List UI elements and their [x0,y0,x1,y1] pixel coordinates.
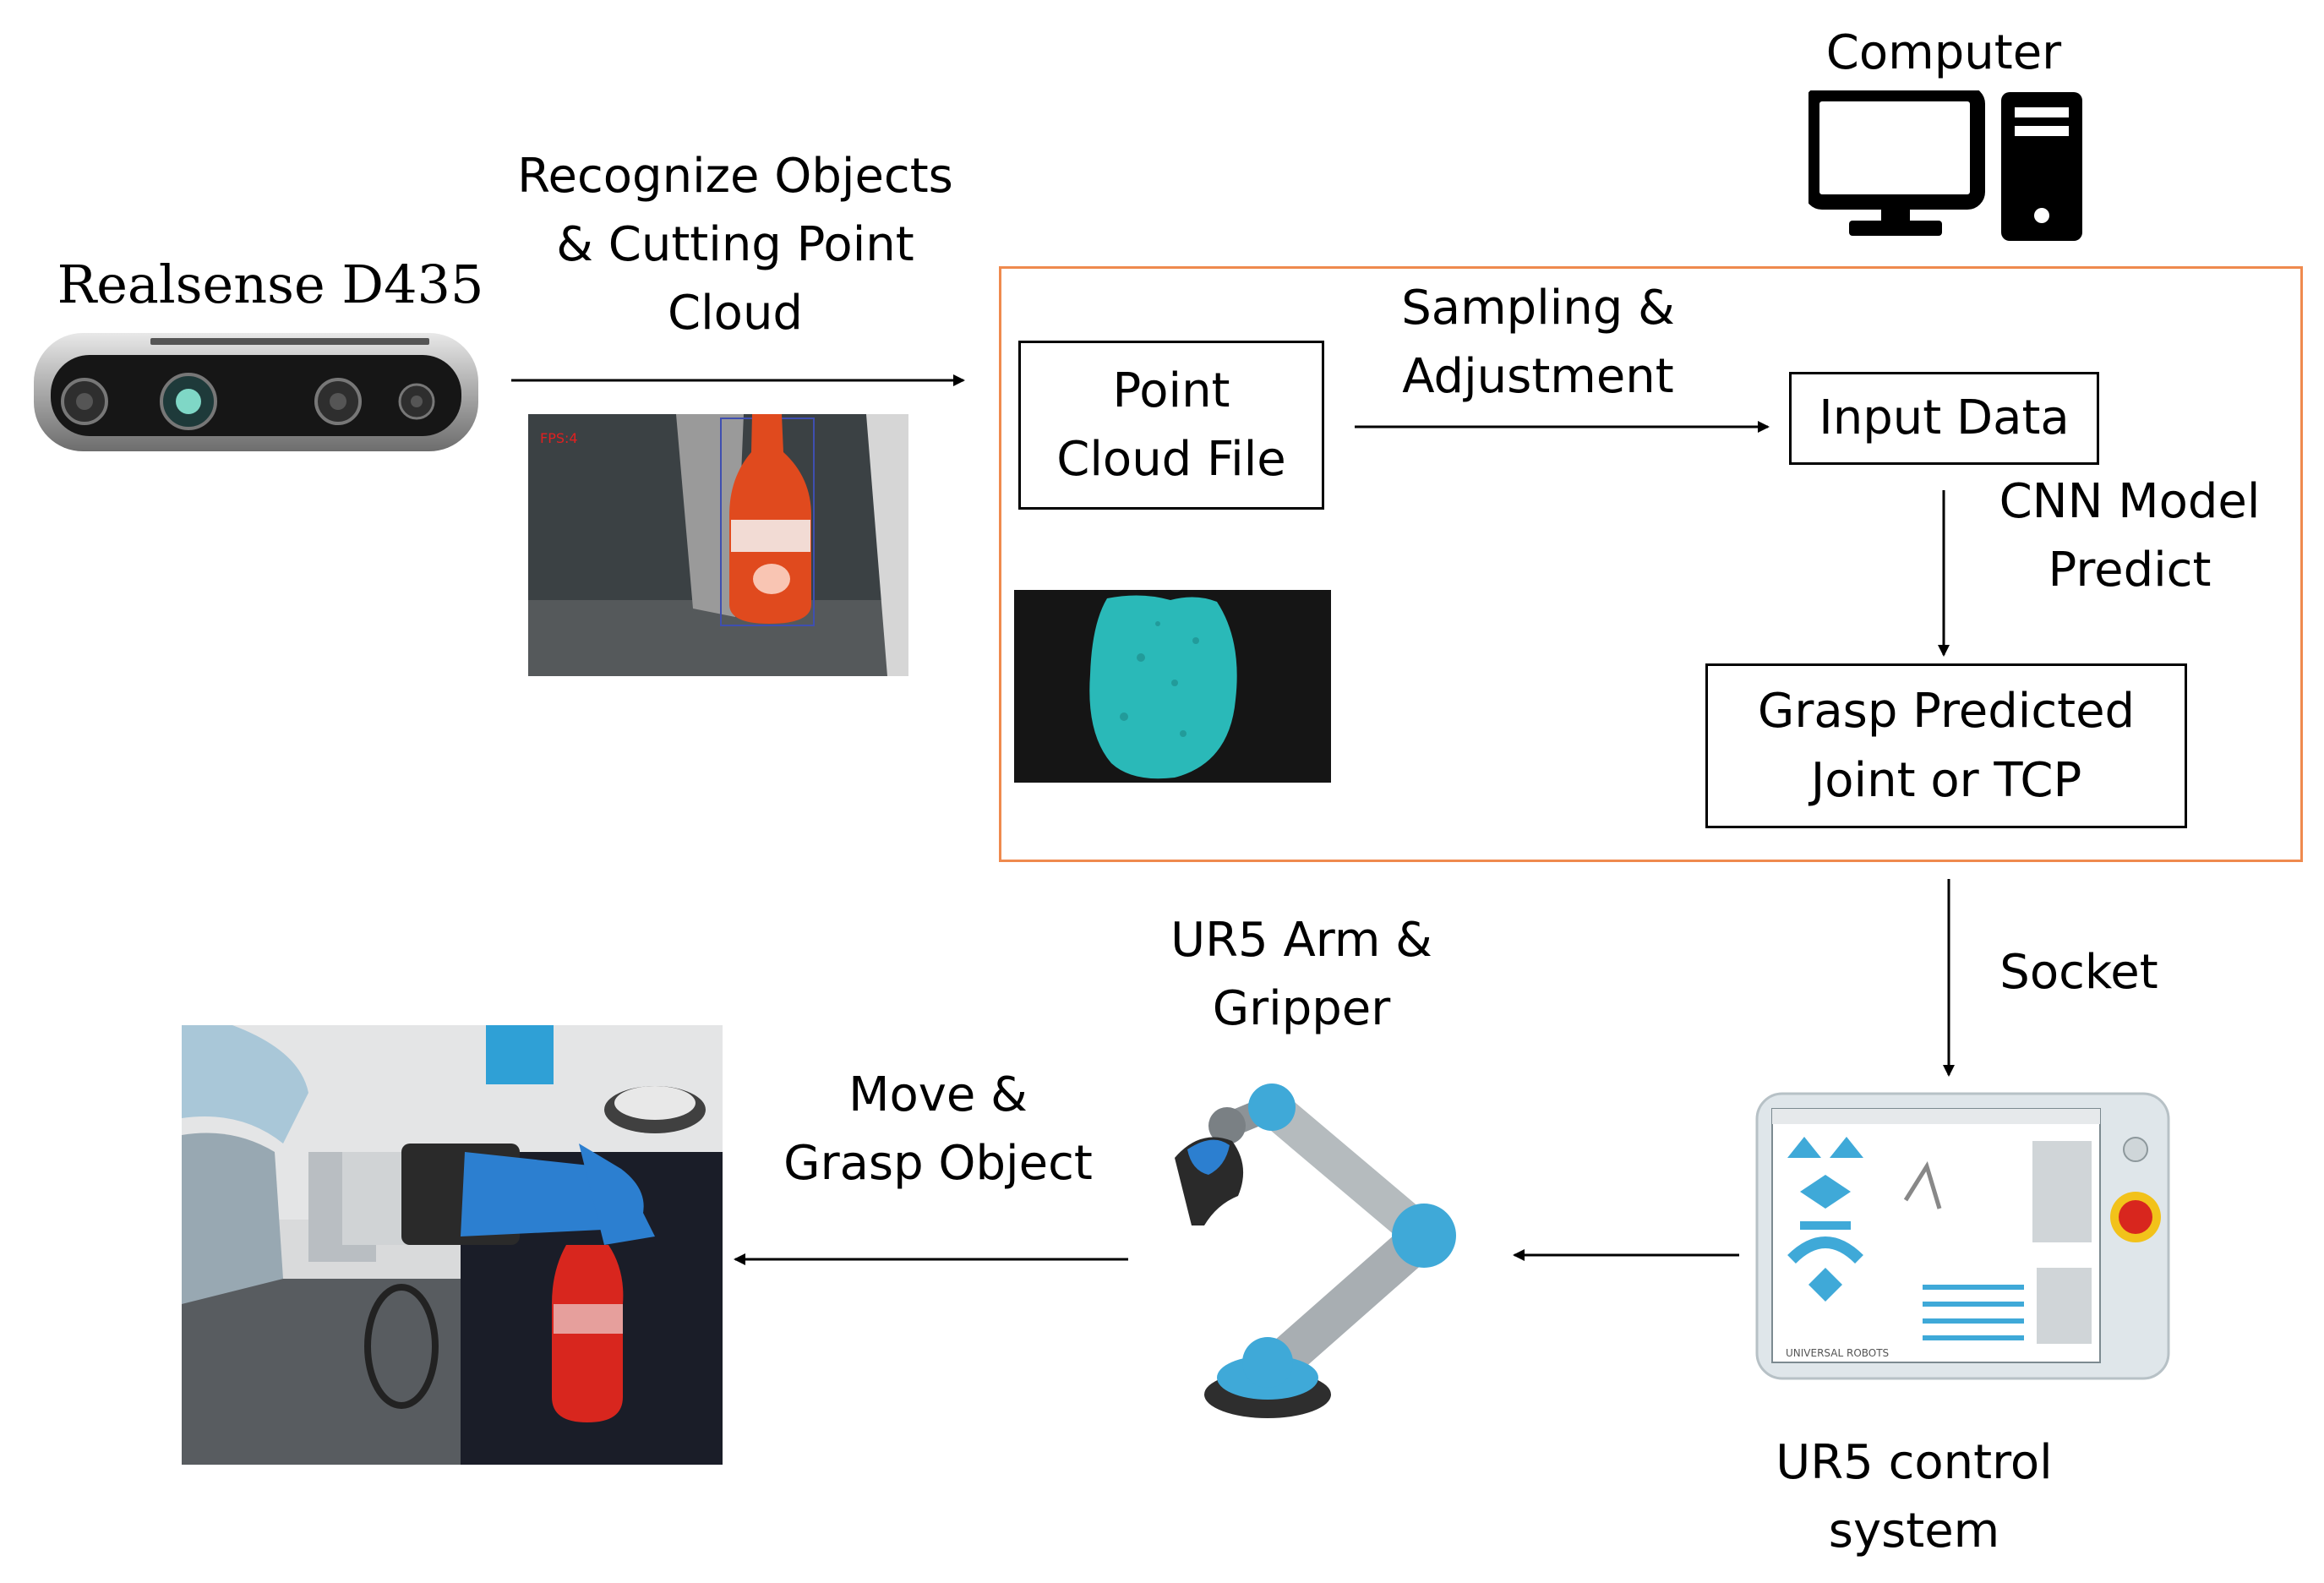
computer-frame [999,266,2303,862]
input-data-box: Input Data [1789,372,2099,465]
fps-readout: FPS:4 [540,430,578,446]
computer-icon [1808,90,2082,241]
bottle-detection-photo: FPS:4 [528,414,908,676]
control-system-label: UR5 control system [1776,1435,2053,1559]
pendant-brand: UNIVERSAL ROBOTS [1786,1347,1889,1359]
move-grasp-label: Move & Grasp Object [783,1067,1093,1192]
teach-pendant-icon: UNIVERSAL ROBOTS [1755,1092,2170,1380]
camera-label: Realsense D435 [57,254,484,315]
recognize-label: Recognize Objects & Cutting Point Cloud [517,149,953,341]
ur5-robot-arm-icon [1175,1084,1456,1418]
cnn-model-label: CNN Model Predict [1999,474,2261,598]
realsense-camera-icon [34,333,478,451]
socket-label: Socket [1999,945,2158,1000]
grasp-result-photo [182,1025,723,1465]
sampling-label: Sampling & Adjustment [1401,281,1675,405]
computer-label: Computer [1825,25,2062,80]
point-cloud-image [1014,590,1331,783]
grasp-predicted-box: Grasp Predicted Joint or TCP [1705,663,2187,828]
point-cloud-file-box: Point Cloud File [1018,341,1324,510]
ur5-arm-label: UR5 Arm & Gripper [1170,913,1432,1037]
